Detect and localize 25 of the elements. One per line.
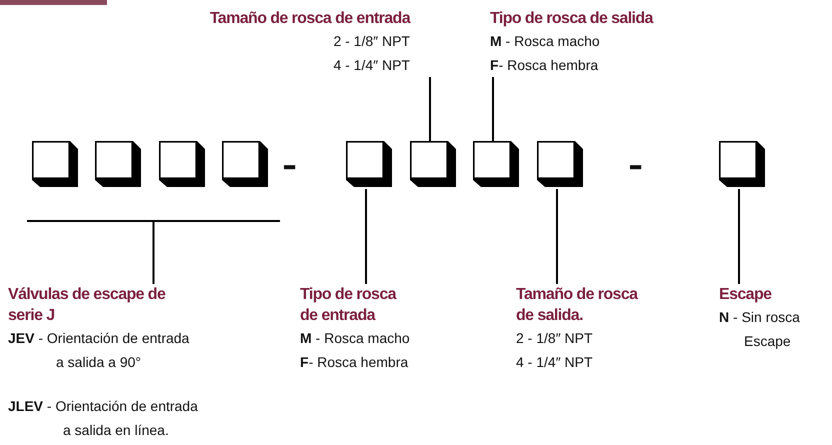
option-text: 4 - 1/4″ NPT [332,56,410,75]
option-text: 2 - 1/8″ NPT [516,329,594,348]
option-text: M - Rosca macho [490,32,601,51]
option-text: JLEV - Orientación de entrada a salida en línea. [8,397,198,440]
heading: Tipo de rosca de entrada [300,285,398,326]
heading: Escape [719,285,772,305]
leader-line [556,189,558,284]
heading: Tamaño de rosca de entrada [208,9,410,29]
separator-dash: - [628,148,644,182]
option-text: F- Rosca hembra [300,353,410,372]
leader-line [738,189,740,284]
heading: Tipo de rosca de salida [490,9,654,29]
leader-line [492,77,494,141]
option-text: 2 - 1/8″ NPT [332,32,410,51]
leader-line [365,189,367,284]
option-text: 4 - 1/4″ NPT [516,353,594,372]
option-text: F- Rosca hembra [490,56,600,75]
leader-line [429,77,431,141]
option-text: N - Sin rosca Escape [719,308,801,351]
option-text: JEV - Orientación de entrada a salida a 90° [8,329,190,372]
heading: Válvulas de escape de serie J [8,285,166,326]
heading: Tamaño de rosca de salida. [516,285,640,326]
leader-line [152,221,154,284]
separator-dash: - [282,148,298,182]
option-text: M - Rosca macho [300,329,411,348]
